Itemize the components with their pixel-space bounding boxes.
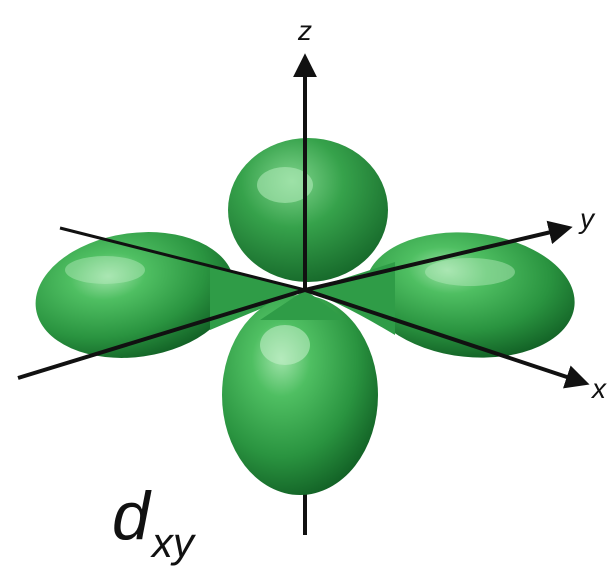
lobe-left-highlight bbox=[65, 256, 145, 284]
lobe-right-highlight bbox=[425, 258, 515, 286]
lobe-bottom bbox=[222, 295, 378, 495]
y-axis-label: y bbox=[578, 203, 596, 234]
z-axis-label: z bbox=[297, 15, 312, 46]
x-axis-label: x bbox=[590, 373, 607, 404]
orbital-label-subscript: xy bbox=[152, 519, 194, 566]
orbital-label: dxy bbox=[112, 482, 194, 550]
lobe-bottom-highlight bbox=[260, 325, 310, 365]
lobe-top bbox=[228, 138, 388, 282]
orbital-label-main: d bbox=[112, 478, 150, 554]
